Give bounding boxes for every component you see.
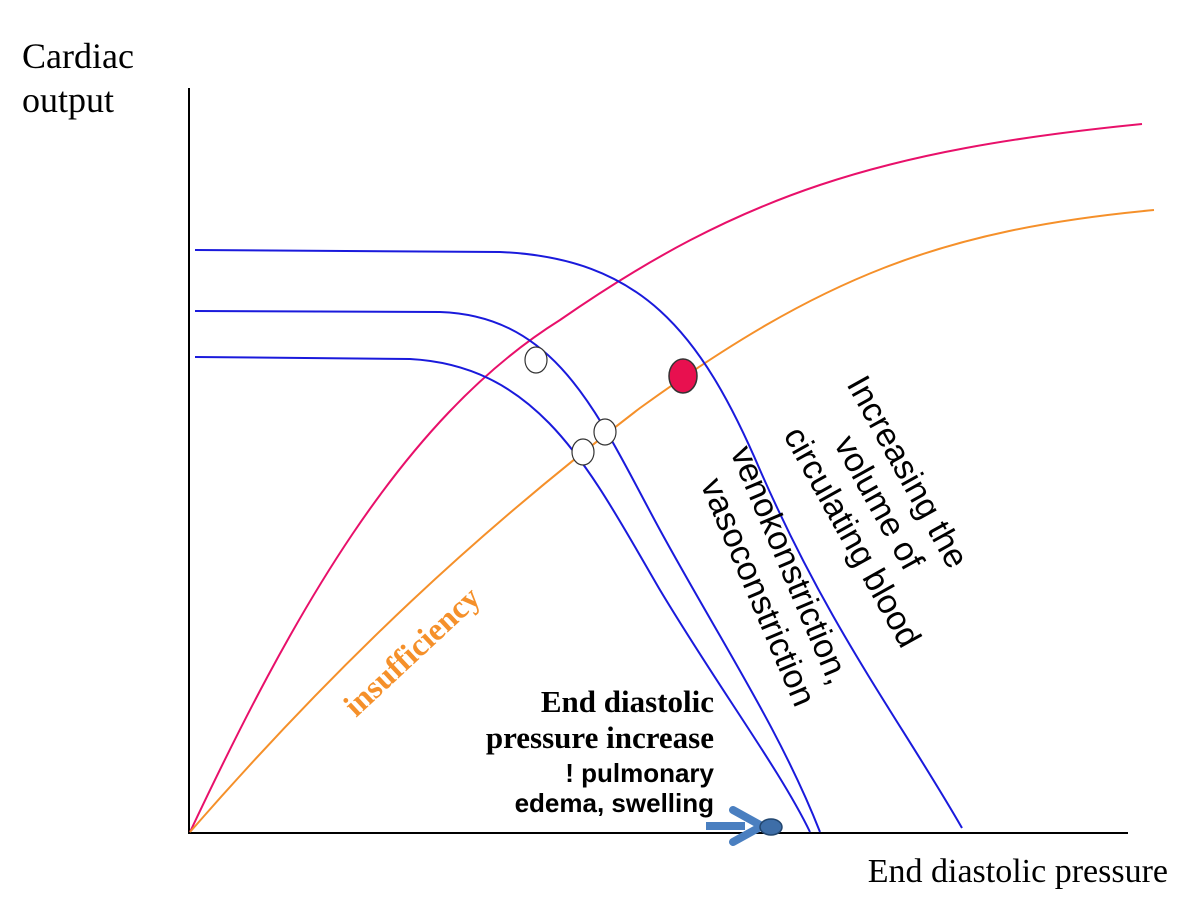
edp-increase-line1: End diastolic bbox=[541, 684, 714, 719]
equilibrium-point-normal bbox=[524, 346, 548, 374]
edp-point bbox=[759, 818, 783, 836]
y-axis-label-line2: output bbox=[22, 80, 114, 120]
venous-return-curve-mid bbox=[194, 310, 821, 833]
equilibrium-point-insufficiency-low bbox=[571, 438, 595, 466]
y-axis-label-line1: Cardiac bbox=[22, 36, 134, 76]
normal-heart-curve bbox=[189, 123, 1143, 833]
equilibrium-point-compensated bbox=[668, 358, 698, 394]
venous-return-curve-low bbox=[194, 356, 811, 833]
venous-return-curve-high bbox=[194, 249, 963, 829]
edema-line2: edema, swelling bbox=[515, 788, 714, 818]
equilibrium-point-insufficiency-mid bbox=[593, 418, 617, 446]
edp-increase-line2: pressure increase bbox=[486, 720, 714, 755]
insufficiency-curve bbox=[189, 209, 1155, 833]
x-axis-label: End diastolic pressure bbox=[868, 853, 1168, 890]
edema-line1: ! pulmonary bbox=[565, 758, 714, 788]
